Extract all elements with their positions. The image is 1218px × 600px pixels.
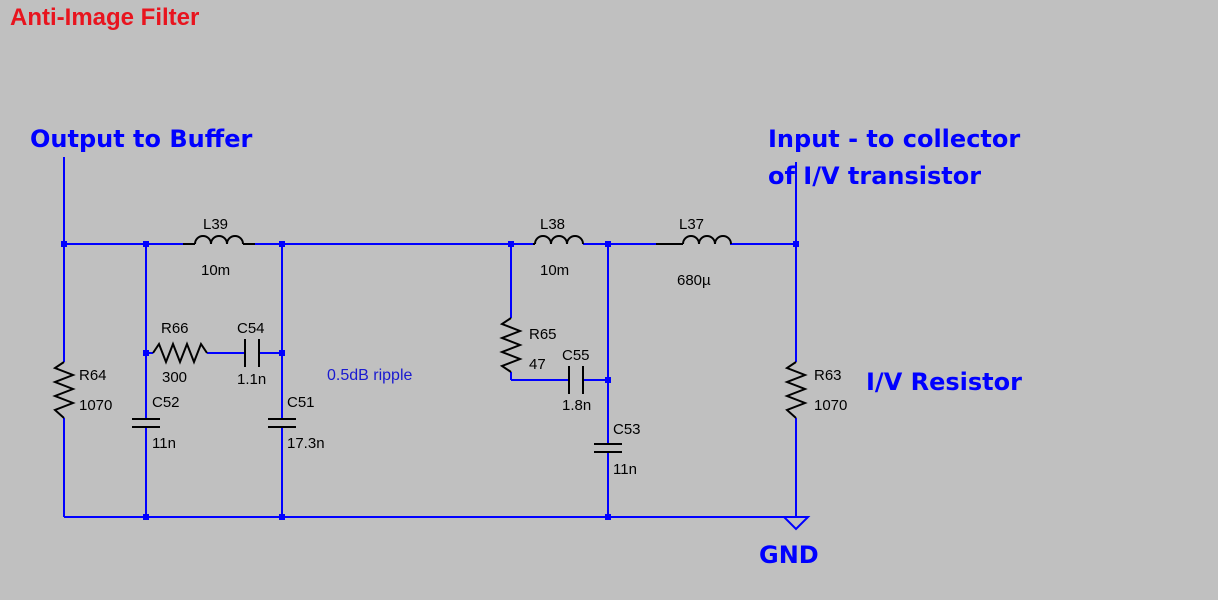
c52-name: C52 [152,394,180,411]
wires [63,157,797,518]
inductor-l38 [533,235,584,245]
c54-value: 1.1n [237,371,267,388]
r64-name: R64 [79,367,107,384]
capacitor-c53 [594,443,622,453]
resistor-r64 [52,361,76,419]
l39-name: L39 [203,216,229,233]
c53-value: 11n [613,461,637,478]
input-label-line2: of I/V transistor [768,162,982,190]
c52-value: 11n [152,435,176,452]
c51-name: C51 [287,394,315,411]
r65-value: 47 [529,356,546,373]
resistor-r65 [499,317,523,373]
r64-value: 1070 [79,397,113,414]
r63-name: R63 [814,367,842,384]
l37-name: L37 [679,216,705,233]
inductor-l37 [656,235,732,245]
inductor-l39 [183,235,255,245]
resistor-r63 [784,361,808,419]
r65-name: R65 [529,326,557,343]
output-label: Output to Buffer [30,125,253,153]
r66-value: 300 [162,369,188,386]
c54-name: C54 [237,320,265,337]
resistor-r66 [152,341,208,365]
capacitor-c52 [132,418,160,428]
c55-value: 1.8n [562,397,592,414]
gnd-label: GND [759,541,819,569]
c51-value: 17.3n [287,435,325,452]
ground-symbol [781,516,811,531]
capacitor-c55 [568,366,584,394]
c53-name: C53 [613,421,641,438]
capacitor-c51 [268,418,296,428]
l39-value: 10m [201,262,231,279]
junction-dots [61,241,799,520]
input-label-line1: Input - to collector [768,125,1021,153]
l37-value: 680µ [677,272,711,289]
diagram-title: Anti-Image Filter [10,4,200,31]
r63-value: 1070 [814,397,848,414]
r66-name: R66 [161,320,189,337]
capacitor-c54 [244,339,260,367]
c55-name: C55 [562,347,590,364]
l38-name: L38 [540,216,566,233]
iv-resistor-label: I/V Resistor [866,368,1022,396]
l38-value: 10m [540,262,570,279]
ripple-note: 0.5dB ripple [327,367,413,384]
